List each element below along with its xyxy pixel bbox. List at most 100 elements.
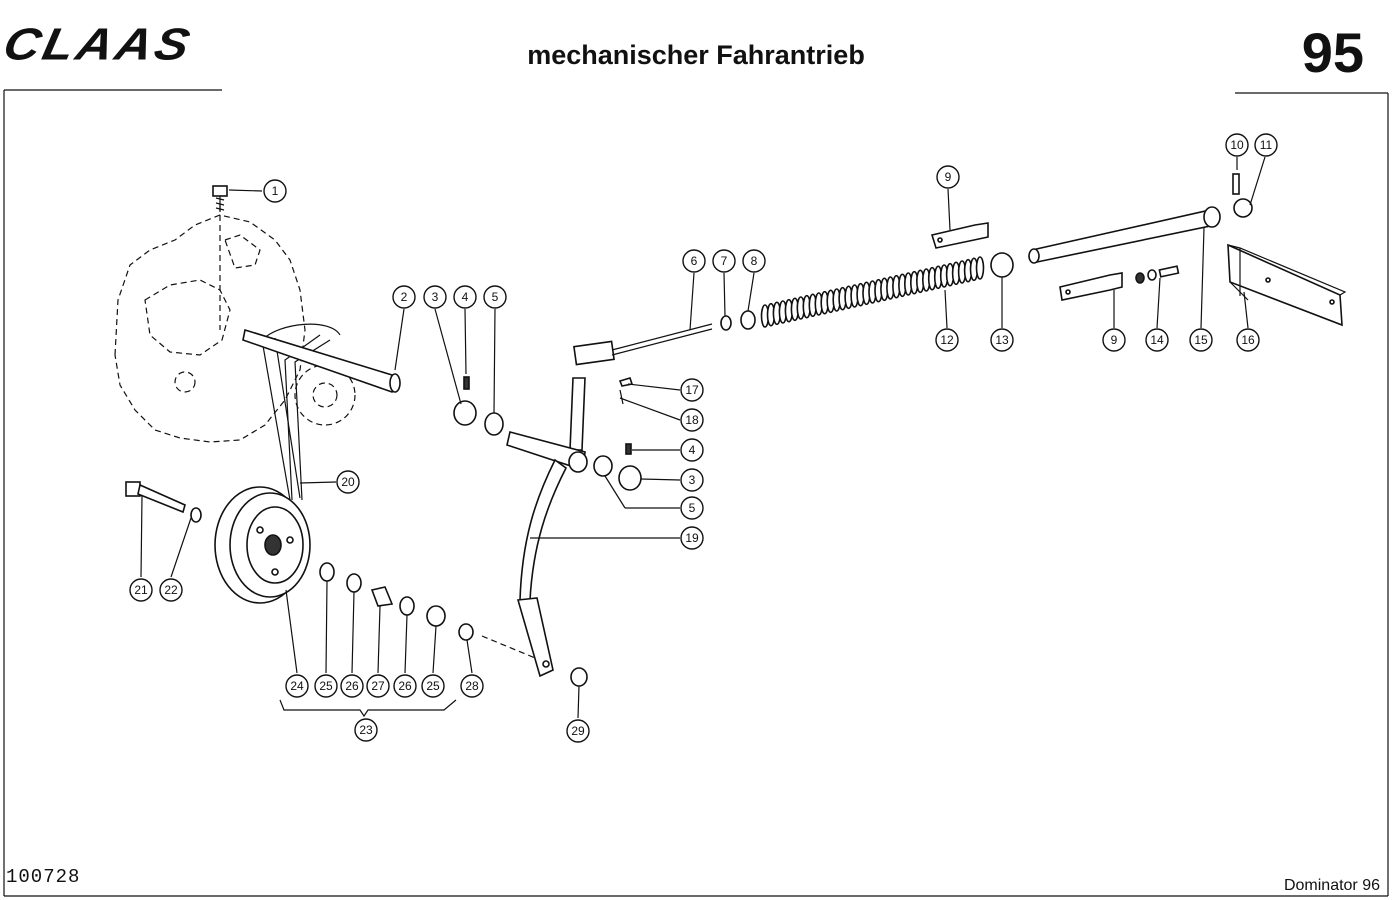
drive-belt bbox=[261, 323, 341, 501]
fastener-14 bbox=[1135, 265, 1180, 284]
callout-22: 22 bbox=[159, 578, 183, 602]
callout-23: 23 bbox=[354, 718, 378, 742]
shaft-15 bbox=[1028, 206, 1221, 264]
bushes-and-bearings bbox=[453, 376, 642, 687]
callout-3: 3 bbox=[423, 285, 447, 309]
spring-coil bbox=[975, 256, 985, 280]
callout-14: 14 bbox=[1145, 328, 1169, 352]
leader-lines bbox=[140, 156, 1266, 719]
callout-4: 4 bbox=[680, 438, 704, 462]
callout-number: 8 bbox=[751, 254, 758, 268]
callout-number: 21 bbox=[134, 583, 148, 597]
callout-number: 6 bbox=[691, 254, 698, 268]
pin-10 bbox=[1232, 173, 1240, 195]
gearbox-housing-outline bbox=[114, 205, 356, 443]
callout-10: 10 bbox=[1225, 133, 1249, 157]
bearing-13 bbox=[990, 252, 1014, 278]
page-number: 95 bbox=[1301, 21, 1364, 84]
callout-9: 9 bbox=[1102, 328, 1126, 352]
callout-4: 4 bbox=[453, 285, 477, 309]
callout-number: 15 bbox=[1194, 333, 1208, 347]
page-border bbox=[3, 89, 1389, 897]
callout-number: 5 bbox=[689, 501, 696, 515]
bolt-21 bbox=[125, 481, 186, 514]
callout-18: 18 bbox=[680, 408, 704, 432]
callout-number: 20 bbox=[341, 475, 355, 489]
shaft-2 bbox=[242, 328, 401, 393]
callout-5: 5 bbox=[680, 496, 704, 520]
bracket-9-bottom bbox=[1059, 272, 1123, 301]
callout-number: 25 bbox=[426, 679, 440, 693]
callout-number: 3 bbox=[432, 290, 439, 304]
bearing-set bbox=[319, 562, 541, 661]
document-number: 100728 bbox=[6, 866, 81, 888]
callout-6: 6 bbox=[682, 249, 706, 273]
spring-12 bbox=[760, 256, 985, 328]
callout-number: 24 bbox=[290, 679, 304, 693]
callout-number: 26 bbox=[345, 679, 359, 693]
callout-number: 25 bbox=[319, 679, 333, 693]
callout-11: 11 bbox=[1254, 133, 1278, 157]
callout-7: 7 bbox=[712, 249, 736, 273]
callout-number: 17 bbox=[685, 383, 699, 397]
callout-number: 9 bbox=[1111, 333, 1118, 347]
callout-8: 8 bbox=[742, 249, 766, 273]
callout-27: 27 bbox=[366, 674, 390, 698]
callout-28: 28 bbox=[460, 674, 484, 698]
callout-number: 12 bbox=[940, 333, 954, 347]
callout-number: 4 bbox=[689, 443, 696, 457]
tension-rod-6 bbox=[573, 310, 756, 366]
callout-number: 3 bbox=[689, 473, 696, 487]
callout-5: 5 bbox=[483, 285, 507, 309]
callout-20: 20 bbox=[336, 470, 360, 494]
callout-12: 12 bbox=[935, 328, 959, 352]
callout-number: 13 bbox=[995, 333, 1009, 347]
callout-number: 22 bbox=[164, 583, 178, 597]
callout-26: 26 bbox=[393, 674, 417, 698]
callout-number: 26 bbox=[398, 679, 412, 693]
pulley-24 bbox=[214, 486, 311, 604]
callout-number: 10 bbox=[1230, 138, 1244, 152]
washer-22 bbox=[190, 507, 202, 523]
callout-number: 16 bbox=[1241, 333, 1255, 347]
callout-number: 29 bbox=[571, 724, 585, 738]
callout-29: 29 bbox=[566, 719, 590, 743]
machine-model: Dominator 96 bbox=[1283, 877, 1380, 894]
callout-21: 21 bbox=[129, 578, 153, 602]
nut-11 bbox=[1233, 198, 1253, 218]
callout-19: 19 bbox=[680, 526, 704, 550]
callout-number: 1 bbox=[272, 184, 279, 198]
callout-number: 19 bbox=[685, 531, 699, 545]
callout-number: 9 bbox=[945, 170, 952, 184]
callout-number: 23 bbox=[359, 723, 373, 737]
bolt-1 bbox=[212, 185, 228, 212]
page-title: mechanischer Fahrantrieb bbox=[527, 40, 865, 70]
callout-number: 14 bbox=[1150, 333, 1164, 347]
callout-2: 2 bbox=[392, 285, 416, 309]
callout-number: 27 bbox=[371, 679, 385, 693]
callout-26: 26 bbox=[340, 674, 364, 698]
callout-number: 7 bbox=[721, 254, 728, 268]
callout-9: 9 bbox=[936, 165, 960, 189]
callout-number: 28 bbox=[465, 679, 479, 693]
callout-number: 11 bbox=[1260, 138, 1273, 152]
callout-number: 2 bbox=[401, 290, 408, 304]
callout-24: 24 bbox=[285, 674, 309, 698]
frame-profile-16 bbox=[1227, 243, 1347, 327]
callout-25: 25 bbox=[421, 674, 445, 698]
pedal-lever-19 bbox=[506, 377, 588, 678]
callout-3: 3 bbox=[680, 468, 704, 492]
callout-number: 5 bbox=[492, 290, 499, 304]
callout-number: 18 bbox=[685, 413, 699, 427]
callout-17: 17 bbox=[680, 378, 704, 402]
callout-25: 25 bbox=[314, 674, 338, 698]
callout-16: 16 bbox=[1236, 328, 1260, 352]
callout-13: 13 bbox=[990, 328, 1014, 352]
callout-15: 15 bbox=[1189, 328, 1213, 352]
bracket-9-top bbox=[930, 222, 989, 249]
callout-number: 4 bbox=[462, 290, 469, 304]
callout-1: 1 bbox=[263, 179, 287, 203]
